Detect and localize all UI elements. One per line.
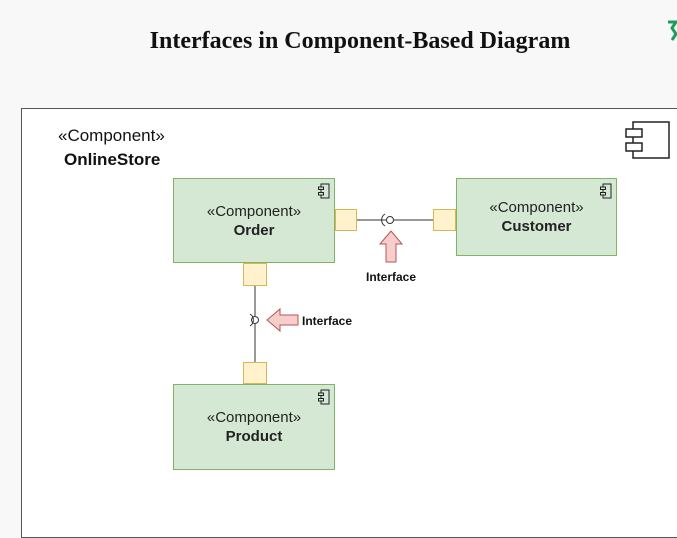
order-name: Order	[233, 222, 275, 239]
product-name: Product	[225, 428, 283, 445]
connectors	[249, 213, 433, 362]
interface-label-horizontal: Interface	[366, 270, 417, 284]
brand-logo-icon	[668, 20, 677, 41]
order-right-port[interactable]	[335, 209, 357, 231]
interface-label-vertical: Interface	[302, 314, 353, 328]
customer-left-port[interactable]	[433, 209, 456, 231]
interface-up-arrow	[378, 230, 404, 263]
component-icon	[318, 389, 330, 405]
component-icon	[318, 183, 330, 199]
product-component[interactable]: «Component» Product	[173, 384, 335, 470]
container-name: OnlineStore	[64, 150, 161, 169]
component-icon	[625, 121, 670, 159]
customer-component[interactable]: «Component» Customer	[456, 178, 617, 256]
order-bottom-port[interactable]	[243, 263, 267, 286]
diagram-title: Interfaces in Component-Based Diagram	[149, 28, 571, 54]
customer-name: Customer	[501, 218, 572, 235]
component-icon	[600, 183, 612, 199]
order-product-connector	[249, 286, 259, 362]
interface-left-arrow	[266, 307, 299, 333]
order-stereotype: «Component»	[206, 203, 302, 220]
container-stereotype: «Component»	[58, 126, 165, 145]
product-top-port[interactable]	[243, 362, 267, 384]
order-component[interactable]: «Component» Order	[173, 178, 335, 263]
product-stereotype: «Component»	[206, 409, 302, 426]
order-customer-connector	[357, 213, 433, 227]
customer-stereotype: «Component»	[489, 199, 584, 216]
